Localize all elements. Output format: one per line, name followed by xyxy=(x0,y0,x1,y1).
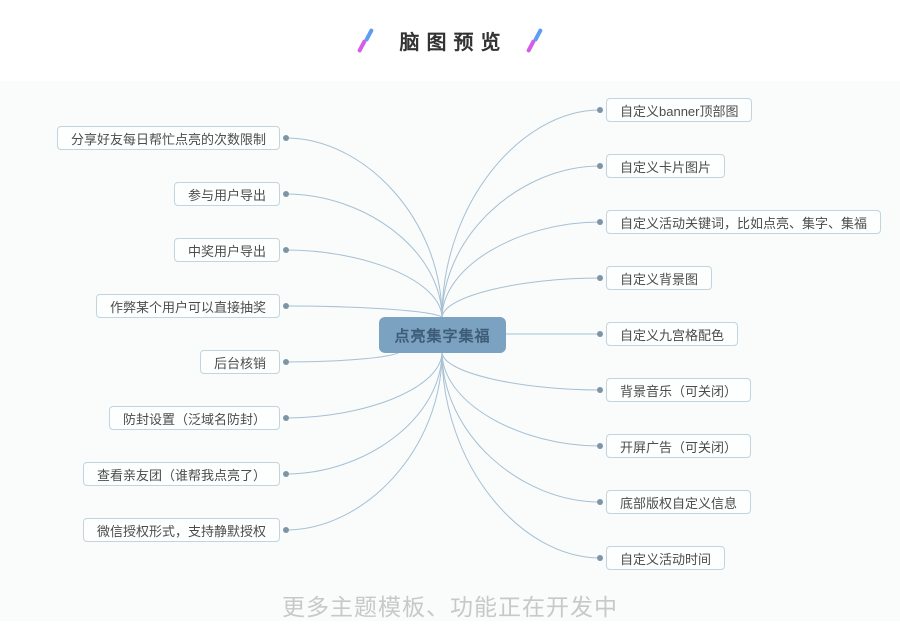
branch-node-right-8[interactable]: 底部版权自定义信息 xyxy=(606,490,752,514)
connector-dot xyxy=(283,303,289,309)
connector-dot xyxy=(283,191,289,197)
branch-node-left-6[interactable]: 防封设置（泛域名防封） xyxy=(108,406,280,430)
connector-line xyxy=(285,351,443,531)
branch-node-right-9[interactable]: 自定义活动时间 xyxy=(606,546,726,570)
connector-dot xyxy=(597,387,603,393)
connector-line xyxy=(285,351,443,419)
branch-node-left-1[interactable]: 分享好友每日帮忙点亮的次数限制 xyxy=(56,126,280,150)
connector-line xyxy=(441,351,601,559)
connector-dot xyxy=(597,555,603,561)
branch-node-left-3[interactable]: 中奖用户导出 xyxy=(173,238,280,262)
branch-node-right-5[interactable]: 自定义九宫格配色 xyxy=(606,322,739,346)
branch-node-left-8[interactable]: 微信授权形式，支持静默授权 xyxy=(82,518,280,542)
branch-node-right-2[interactable]: 自定义卡片图片 xyxy=(606,154,726,178)
page-title: 脑图预览 xyxy=(399,32,508,54)
slash-pink-bar-icon xyxy=(525,38,536,53)
connector-dot xyxy=(597,163,603,169)
connector-dot xyxy=(597,443,603,449)
connector-dot xyxy=(597,219,603,225)
connector-dot xyxy=(597,275,603,281)
connector-dot xyxy=(283,415,289,421)
center-node[interactable]: 点亮集字集福 xyxy=(379,317,506,353)
connector-dot xyxy=(283,135,289,141)
branch-node-right-1[interactable]: 自定义banner顶部图 xyxy=(606,98,753,122)
branch-node-right-7[interactable]: 开屏广告（可关闭） xyxy=(606,434,752,458)
connector-line xyxy=(285,305,443,319)
connector-line xyxy=(285,193,443,319)
footer-note: 更多主题模板、功能正在开发中 xyxy=(282,594,618,620)
connector-line xyxy=(285,249,443,319)
title-slash-left-icon xyxy=(356,27,375,55)
branch-node-left-7[interactable]: 查看亲友团（谁帮我点亮了） xyxy=(82,462,280,486)
branch-node-left-2[interactable]: 参与用户导出 xyxy=(173,182,280,206)
branch-node-left-5[interactable]: 后台核销 xyxy=(199,350,280,374)
slash-pink-bar-icon xyxy=(356,38,367,53)
connector-dot xyxy=(597,499,603,505)
connector-dot xyxy=(597,331,603,337)
branch-node-right-6[interactable]: 背景音乐（可关闭） xyxy=(606,378,752,402)
branch-node-right-3[interactable]: 自定义活动关键词，比如点亮、集字、集福 xyxy=(606,210,882,234)
connector-line xyxy=(441,165,601,319)
connector-line xyxy=(441,221,601,319)
connector-line xyxy=(441,277,601,319)
branch-node-left-4[interactable]: 作弊某个用户可以直接抽奖 xyxy=(95,294,280,318)
connector-line xyxy=(285,137,443,319)
connector-dot xyxy=(597,107,603,113)
connector-line xyxy=(441,109,601,319)
connector-line xyxy=(285,351,443,475)
connector-line xyxy=(441,351,601,391)
branch-node-right-4[interactable]: 自定义背景图 xyxy=(606,266,713,290)
page-header: 脑图预览 xyxy=(0,0,900,81)
connector-dot xyxy=(283,527,289,533)
title-slash-right-icon xyxy=(525,27,544,55)
connector-line xyxy=(441,351,601,503)
connector-dot xyxy=(283,471,289,477)
connector-line xyxy=(441,351,601,447)
connector-dot xyxy=(283,359,289,365)
connector-dot xyxy=(283,247,289,253)
